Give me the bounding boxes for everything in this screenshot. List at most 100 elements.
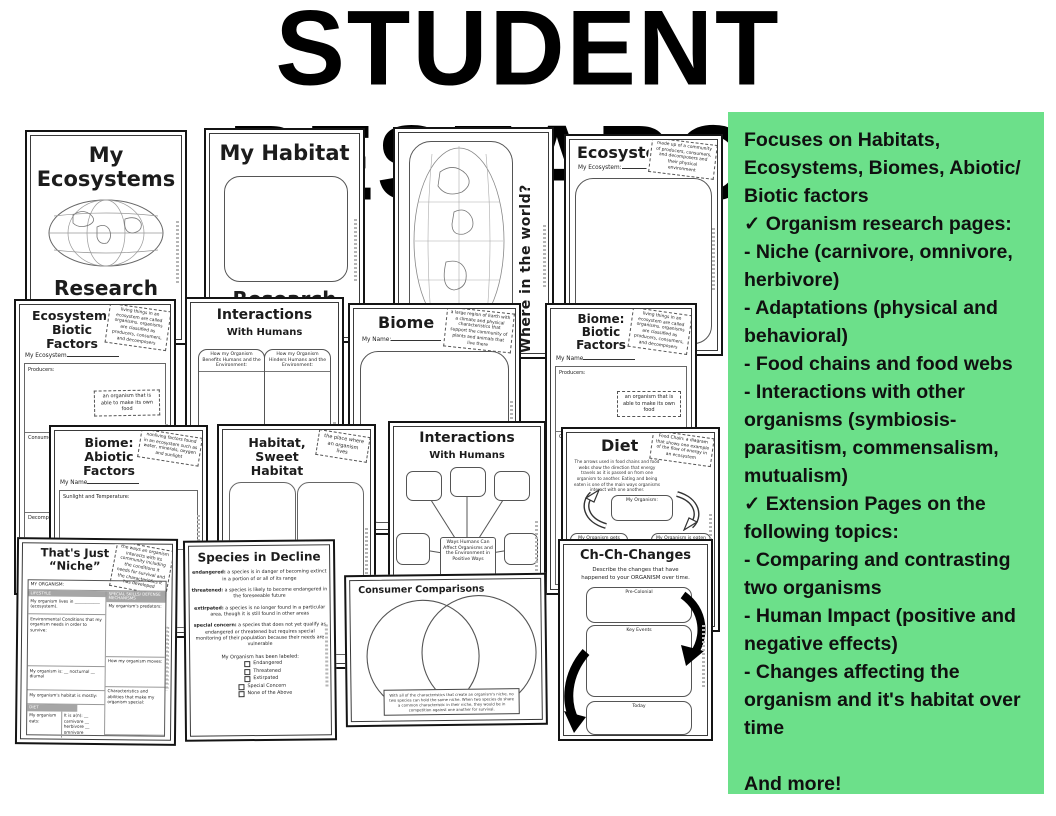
arrow-down-icon (675, 491, 700, 531)
lifestyle-column: LIFESTYLE My organism lives in _________… (26, 590, 107, 738)
definition-sticky-note: living things in an ecosystem are called… (627, 309, 691, 356)
web-box (504, 533, 538, 565)
cover-title: My Ecosystems (36, 143, 176, 191)
world-map-graphic (48, 199, 164, 267)
definition-text: a species is likely to become endangered… (224, 587, 328, 600)
option-endangered: Endangered (244, 660, 330, 668)
field-label: My Name (60, 480, 88, 486)
producers-note: an organism that is able to make its own… (93, 389, 161, 417)
drawing-box (224, 176, 348, 282)
worksheet-title: Interactions (216, 307, 313, 323)
field-label: My Name: (362, 337, 392, 343)
producers-label: Producers: (559, 370, 586, 376)
predators-cell: My organism's predators: (105, 602, 166, 658)
web-box (406, 471, 442, 501)
venn-caption: With all of the characteristics that cre… (383, 687, 520, 716)
definition-endangered: endangered: a species is in danger of be… (191, 569, 327, 583)
field-label: My Ecosystem (25, 353, 67, 359)
definition-special-concern: special concern: a species that does not… (192, 623, 328, 650)
column-header: How my Organism Benefits Humans and the … (199, 350, 264, 373)
special-cell: Characteristics and abilities that make … (105, 687, 165, 736)
skills-column: SPECIAL SKILLS/ DEFENSE MECHANISMS My or… (105, 590, 166, 736)
option-label: None of the Above (247, 690, 293, 697)
worksheet-title: Biome: Abiotic Factors (83, 435, 135, 478)
worksheet-title: Habitat, Sweet Habitat (248, 435, 306, 478)
term: threatened: (191, 588, 224, 594)
field-label: My Name (556, 356, 584, 362)
decomposers-label: Decomposers: (28, 515, 64, 521)
key-events-box: Key Events (586, 625, 692, 697)
copyright-microtext (535, 520, 538, 585)
worksheet-title: Biome: Biotic Factors (576, 312, 626, 353)
definition-sticky-note: living things in an ecosystem are called… (104, 305, 170, 352)
worksheet-title: Ecosystem: Biotic Factors (31, 308, 113, 351)
today-label: Today (632, 704, 646, 709)
nocturnal-cell: My organism is: __ nocturnal __ diurnal (27, 666, 105, 692)
copyright-microtext (365, 527, 368, 592)
organism-label: My Organism: (626, 498, 658, 503)
type-cell: It is a(n): __ carnivore __ herbivore __… (63, 713, 90, 735)
page-species-in-decline: Species in Decline endangered: a species… (182, 539, 338, 742)
web-box (494, 471, 530, 501)
copyright-microtext (543, 225, 546, 290)
sunlight-label: Sunlight and Temperature: (63, 494, 130, 500)
niche-table: MY ORGANISM: LIFESTYLE My organism lives… (26, 579, 167, 738)
organism-box: My Organism: (611, 495, 673, 521)
field-label: My Ecosystem: (578, 165, 622, 171)
conditions-cell: Environmental Conditions that my organis… (27, 614, 106, 668)
web-box (450, 467, 486, 497)
worksheet-subtitle: With Humans (226, 327, 303, 338)
arrow-right-icon (680, 591, 706, 666)
consumers-label: Consumers: (28, 435, 58, 441)
lives-cell: My organism lives in ____________ (ecosy… (28, 596, 106, 616)
page-consumer-comparisons: Consumer Comparisons With all of the cha… (344, 572, 548, 728)
worksheet-title: Interactions (419, 430, 515, 446)
moves-cell: How my organism moves: (105, 657, 165, 688)
today-box: Today (586, 701, 692, 735)
habitat-cell: My organism's habitat is mostly: (27, 690, 105, 706)
intro-paragraph: The arrows used in food chains and food … (573, 459, 661, 493)
definition-threatened: threatened: a species is likely to becom… (191, 587, 328, 601)
worksheet-title: That's Just “Niche” (40, 545, 110, 573)
copyright-microtext (712, 228, 715, 293)
option-label: Threatened (253, 668, 281, 674)
option-label: Endangered (253, 661, 283, 667)
checkbox-icon (244, 661, 251, 668)
web-center-label: Ways Humans Can Affect Organisms and the… (443, 540, 493, 563)
worksheet-title: Species in Decline (197, 549, 321, 565)
sidebar-feature-list: Focuses on Habitats, Ecosystems, Biomes,… (744, 129, 1021, 795)
column-header: How my Organism Hinders Humans and the E… (265, 350, 330, 373)
name-field: My Name (60, 479, 140, 486)
definition-sticky-note: a large region of Earth with a climate a… (443, 309, 515, 354)
term: special concern: (193, 623, 237, 629)
producers-label: Producers: (28, 367, 55, 373)
term: endangered: (192, 570, 226, 576)
copyright-microtext (702, 624, 705, 689)
web-box (396, 533, 430, 565)
worksheet-title: Ch-Ch-Changes (579, 548, 692, 563)
pre-colonial-label: Pre-Colonial (625, 590, 653, 595)
sidebar: Focuses on Habitats, Ecosystems, Biomes,… (728, 112, 1044, 795)
name-field: My Name: (362, 336, 442, 343)
definition-text: a species is in danger of becoming extin… (222, 569, 327, 582)
name-field: My Name (556, 355, 636, 362)
option-extirpated: Extirpated (244, 675, 330, 683)
option-threatened: Threatened (244, 668, 330, 675)
cover-title: My Habitat (219, 141, 350, 165)
definition-extirpated: extirpated: a species is no longer found… (192, 605, 328, 619)
option-label: Special Concern (247, 683, 287, 689)
name-field: My Ecosystem: (578, 164, 670, 171)
copyright-microtext (176, 221, 179, 286)
term: extirpated: (194, 605, 224, 612)
key-events-label: Key Events (626, 628, 652, 633)
definition-sticky-note: made up of a community of producers, con… (648, 140, 717, 180)
option-label: Extirpated (253, 676, 279, 682)
page-ch-ch-changes: Ch-Ch-Changes Describe the changes that … (558, 539, 713, 741)
checkbox-icon (238, 683, 245, 690)
worksheet-subtitle: Describe the changes that have happened … (581, 567, 690, 581)
arrow-up-icon (583, 489, 608, 529)
option-special-concern: Special Concern (238, 683, 330, 690)
eats-cell: My organism eats: (26, 711, 62, 738)
producers-note: an organism that is able to make its own… (617, 391, 681, 417)
